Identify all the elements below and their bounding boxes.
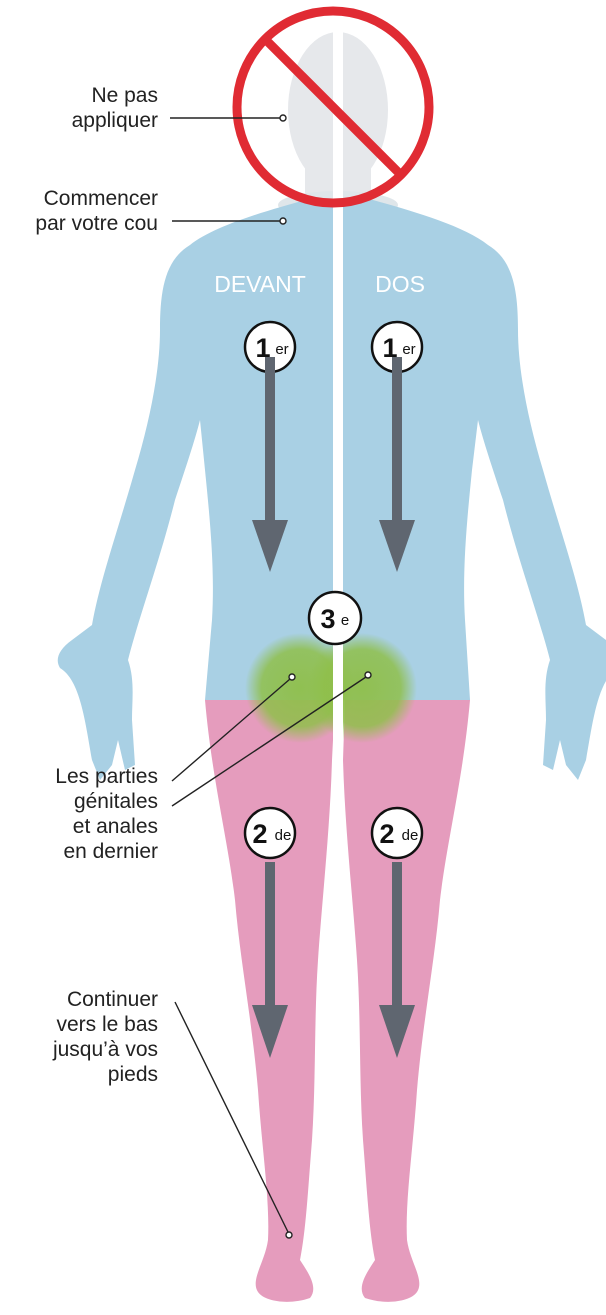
label-genitals-line-3: et anales bbox=[20, 814, 158, 839]
step-2-back-number: 2 bbox=[379, 819, 394, 849]
label-genitals-line-1: Les parties bbox=[20, 764, 158, 789]
center-divider bbox=[333, 0, 343, 1310]
label-continue-line-2: vers le bas bbox=[10, 1012, 158, 1037]
step-1-back-suffix: er bbox=[402, 341, 415, 358]
label-genitals-line-2: génitales bbox=[20, 789, 158, 814]
label-continue-line-4: pieds bbox=[10, 1062, 158, 1087]
step-3-suffix: e bbox=[341, 612, 349, 629]
label-do-not-apply-line-2: appliquer bbox=[40, 108, 158, 133]
step-2-front: 2 de bbox=[245, 808, 295, 858]
step-3: 3 e bbox=[309, 592, 361, 644]
step-2-front-number: 2 bbox=[252, 819, 267, 849]
step-2-back-suffix: de bbox=[402, 827, 419, 844]
label-genitals-line-4: en dernier bbox=[20, 839, 158, 864]
label-do-not-apply: Ne pas appliquer bbox=[40, 83, 158, 133]
step-1-front-suffix: er bbox=[275, 341, 288, 358]
label-start-neck: Commencer par votre cou bbox=[0, 186, 158, 236]
step-2-front-suffix: de bbox=[275, 827, 292, 844]
step-3-number: 3 bbox=[320, 604, 335, 634]
label-continue-line-1: Continuer bbox=[10, 987, 158, 1012]
side-label-back: DOS bbox=[375, 271, 425, 297]
label-continue-line-3: jusqu’à vos bbox=[10, 1037, 158, 1062]
label-continue-down: Continuer vers le bas jusqu’à vos pieds bbox=[10, 987, 158, 1087]
label-do-not-apply-line-1: Ne pas bbox=[40, 83, 158, 108]
label-genitals-last: Les parties génitales et anales en derni… bbox=[20, 764, 158, 864]
step-2-back: 2 de bbox=[372, 808, 422, 858]
label-start-neck-line-2: par votre cou bbox=[0, 211, 158, 236]
label-start-neck-line-1: Commencer bbox=[0, 186, 158, 211]
side-label-front: DEVANT bbox=[214, 271, 306, 297]
